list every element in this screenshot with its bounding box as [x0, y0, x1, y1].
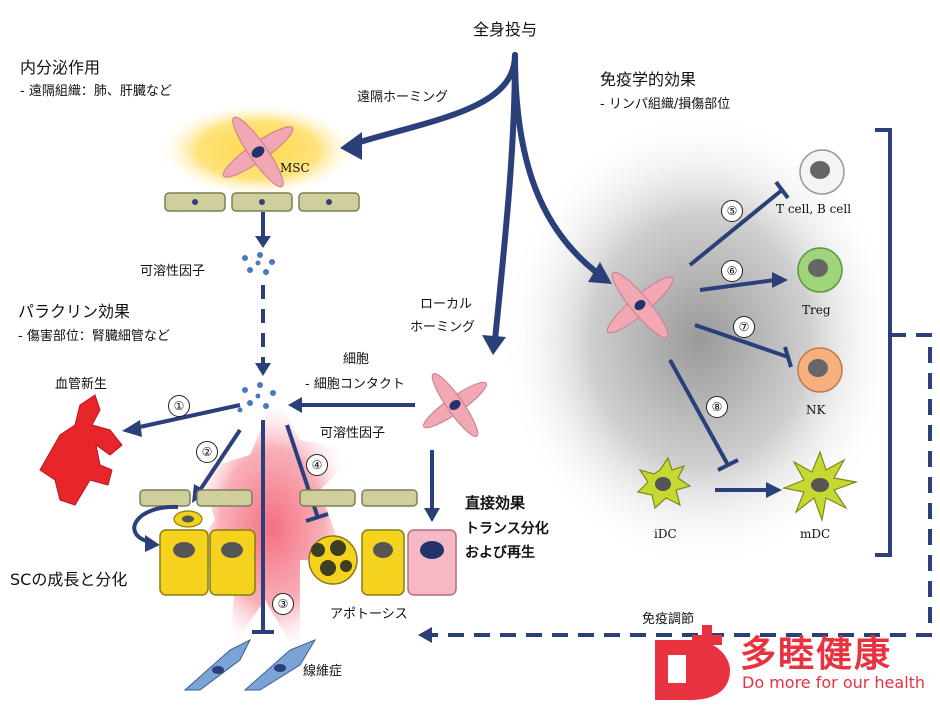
idc-label: iDC — [654, 527, 677, 541]
marker-4: ④ — [306, 454, 328, 476]
cell-contact-line1: 細胞 — [343, 352, 370, 367]
direct-effect-line2: および再生 — [465, 545, 535, 561]
msc-cell-mid — [423, 373, 487, 437]
arrowhead-local — [482, 335, 506, 355]
logo-text-cn: 多睦健康 — [740, 634, 893, 675]
treg-cell — [797, 247, 843, 293]
nk-cell — [797, 347, 843, 393]
msc-label: MSC — [280, 161, 310, 175]
paracrine-subtitle: - 傷害部位：腎臓細管など — [18, 329, 170, 344]
apoptotic-cell — [308, 535, 358, 585]
nk-label: NK — [806, 403, 826, 417]
immunomodulation-label: 免疫調節 — [642, 612, 695, 627]
marker-8: ⑧ — [706, 396, 728, 418]
immune-title: 免疫学的効果 — [600, 70, 697, 89]
soluble-factor-dots-top — [242, 252, 275, 275]
arrow-local-homing — [492, 52, 518, 343]
arrowhead-immune — [588, 262, 612, 284]
immune-subtitle: - リンパ組織/損傷部位 — [600, 97, 731, 112]
blood-vessel — [39, 394, 123, 506]
marker-1: ① — [168, 395, 190, 417]
local-homing-line2: ホーミング — [410, 320, 476, 335]
fibroblasts — [183, 638, 317, 691]
arrow-distant-homing — [347, 52, 518, 148]
msc-cell-immune — [606, 271, 674, 339]
soluble-factor-mid-label: 可溶性因子 — [320, 426, 386, 441]
tb-cell — [799, 149, 845, 195]
bottom-tissue — [139, 489, 418, 507]
logo-text-en: Do more for our health — [742, 673, 926, 692]
marker-5: ⑤ — [721, 200, 743, 222]
paracrine-title: パラクリン効果 — [18, 302, 131, 321]
endocrine-title: 内分泌作用 — [20, 58, 101, 77]
immune-glow — [500, 110, 900, 570]
mdc-cell — [781, 450, 859, 523]
fibrosis-label: 線維症 — [303, 664, 343, 679]
tb-cell-label: T cell, B cell — [776, 202, 852, 216]
yellow-cell-right — [361, 529, 405, 596]
apoptosis-label: アポトーシス — [330, 607, 408, 622]
marker-3: ③ — [272, 593, 294, 615]
marker-7: ⑦ — [733, 316, 755, 338]
mdc-label: mDC — [800, 527, 831, 541]
yellow-cells-left — [159, 529, 256, 596]
direct-effect-line1: トランス分化 — [465, 521, 549, 537]
msc-cell-top — [222, 116, 294, 188]
soluble-factor-top-label: 可溶性因子 — [140, 264, 206, 279]
soluble-factor-dots-mid — [237, 382, 276, 413]
local-homing-line1: ローカル — [420, 297, 473, 312]
cell-contact-line2: - 細胞コンタクト — [305, 377, 405, 392]
arrowhead-msc — [340, 132, 362, 160]
angiogenesis-label: 血管新生 — [55, 377, 108, 392]
marker-2: ② — [196, 441, 218, 463]
marker-6: ⑥ — [721, 260, 743, 282]
sc-growth-label: SCの成長と分化 — [10, 570, 128, 589]
treg-label: Treg — [802, 303, 831, 317]
logo-mark — [655, 625, 730, 700]
direct-effect-title: 直接効果 — [465, 494, 526, 512]
pink-cell — [407, 529, 457, 596]
idc-cell — [636, 456, 692, 510]
administration-label: 全身投与 — [473, 20, 538, 39]
systemic-arrows — [347, 52, 603, 343]
endocrine-subtitle: - 遠隔組織：肺、肝臓など — [20, 84, 172, 99]
distant-homing-label: 遠隔ホーミング — [357, 90, 449, 105]
